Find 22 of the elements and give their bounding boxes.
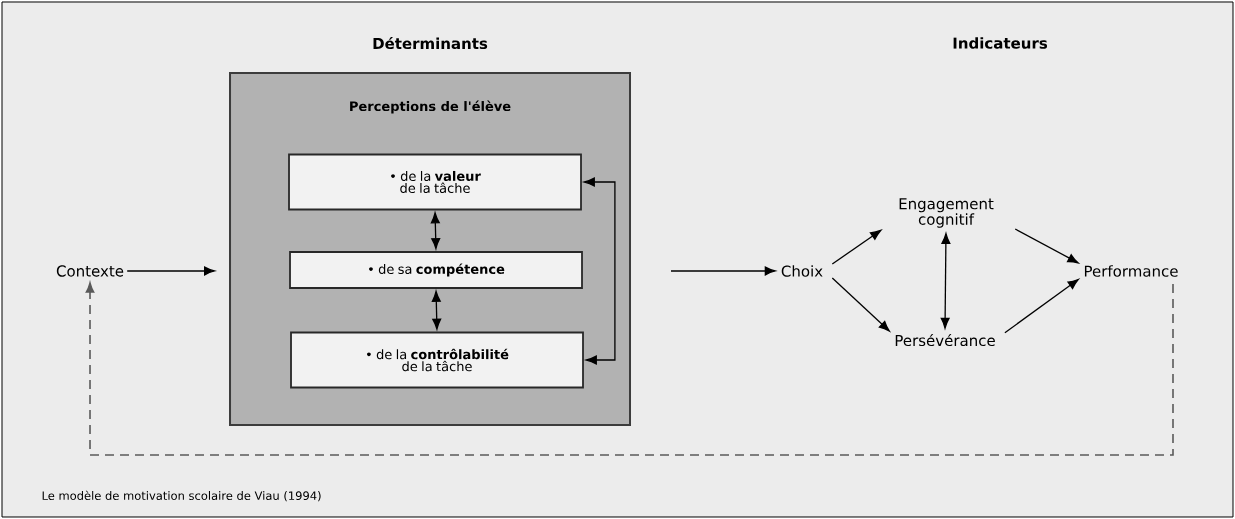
perception-box: • de la valeur de la tâche <box>288 153 582 211</box>
arrow <box>431 290 442 330</box>
arrow <box>126 266 216 276</box>
caption: Le modèle de motivation scolaire de Viau (1994) <box>42 490 321 502</box>
arrow <box>831 277 890 332</box>
node-text: Contexte <box>56 265 124 277</box>
column-heading: Indicateurs <box>953 37 1048 49</box>
arrow <box>1004 278 1079 334</box>
node-text: Choix <box>781 265 823 277</box>
node-text: Engagement cognitif <box>899 198 994 228</box>
arrow <box>831 229 882 265</box>
node-text: Performance <box>1084 265 1178 277</box>
node-text: Persévérance <box>895 333 995 347</box>
arrow <box>430 212 441 250</box>
arrow <box>940 232 951 329</box>
perception-box: • de sa compétence <box>289 251 583 289</box>
arrow <box>1014 228 1079 264</box>
perception-box: • de la contrôlabilité de la tâche <box>290 331 584 389</box>
arrow <box>670 266 776 276</box>
arrow <box>85 282 1174 456</box>
arrow <box>583 177 616 365</box>
column-heading: Déterminants <box>373 36 488 50</box>
